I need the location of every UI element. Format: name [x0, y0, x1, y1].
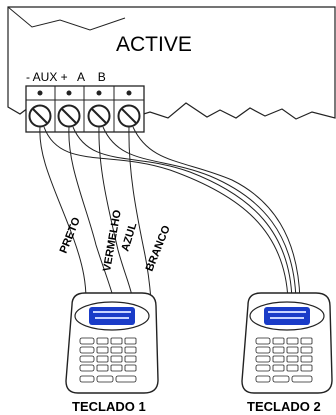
control-panel: ACTIVE - AUX + A B [7, 6, 336, 133]
terminal-3 [87, 86, 115, 132]
wire-label-branco: BRANCO [144, 223, 173, 273]
wire-vermelho-keypad-2 [72, 126, 293, 301]
wire-azul-keypad-2 [102, 126, 297, 301]
wire-label-azul: AZUL [119, 221, 139, 253]
wire-label-preto: PRETO [58, 215, 83, 255]
keypad-1-keys [79, 337, 137, 383]
wire-branco-keypad-2 [132, 126, 301, 301]
wire-bundle [39, 126, 301, 301]
keypad-2-keys [255, 337, 313, 383]
terminal-2 [57, 86, 85, 132]
wire-branco-keypad-1 [128, 126, 152, 301]
terminal-4 [117, 90, 141, 128]
keypad-1: TECLADO 1 [65, 292, 159, 414]
terminal-block [25, 85, 145, 133]
panel-title: ACTIVE [116, 33, 192, 56]
keypad-1-label: TECLADO 1 [72, 399, 146, 414]
keypad-1-screen [89, 307, 135, 325]
terminal-1 [28, 86, 56, 132]
keypad-2-label: TECLADO 2 [247, 399, 321, 414]
keypad-2-screen [264, 307, 310, 325]
wire-preto-keypad-2 [43, 126, 289, 301]
wire-azul-keypad-1 [98, 126, 134, 301]
wire-preto-keypad-1 [39, 126, 87, 301]
terminal-header: - AUX + A B [26, 70, 106, 84]
wire-label-vermelho: VERMELHO [101, 209, 124, 273]
panel-torn-top [7, 6, 126, 31]
wire-vermelho-keypad-1 [68, 126, 115, 301]
keypad-2: TECLADO 2 [241, 292, 333, 414]
